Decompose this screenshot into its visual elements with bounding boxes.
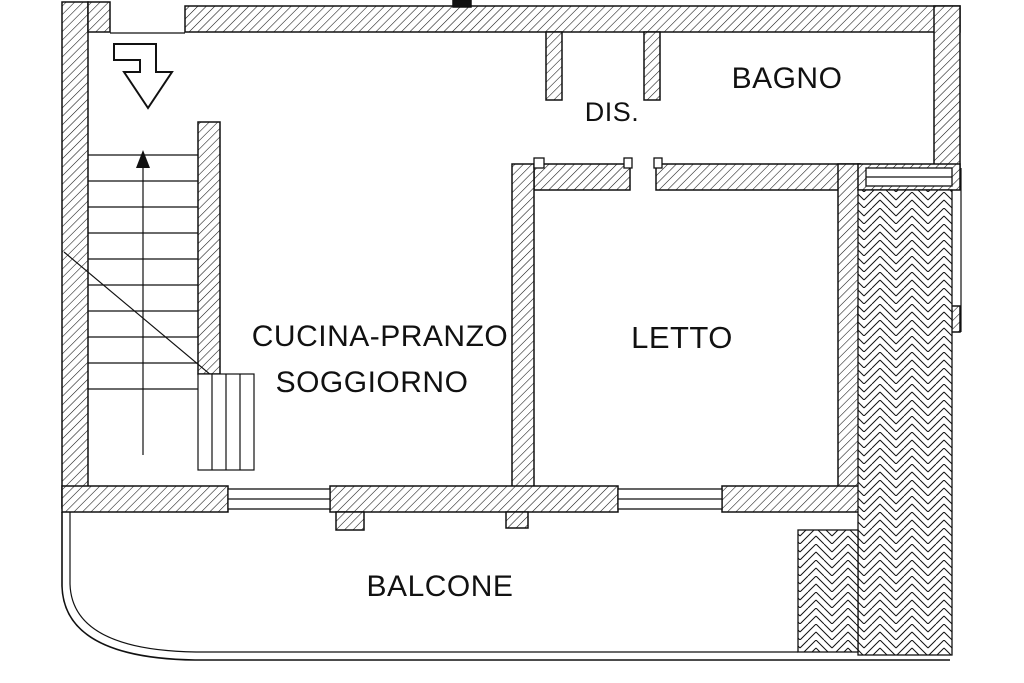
room-label-cucina-line2: SOGGIORNO xyxy=(276,366,469,399)
room-label-bagno: BAGNO xyxy=(732,62,843,95)
wall-balcony-pier-2 xyxy=(505,511,529,529)
balcony-parapet-inner xyxy=(69,512,798,653)
stair-break-line xyxy=(63,251,225,387)
balcony-parapet-outer xyxy=(61,512,950,661)
door-jamb-cucina xyxy=(533,157,545,169)
wall-dis-stub-left xyxy=(545,31,563,101)
wall-dis-stub-right xyxy=(643,31,661,101)
room-label-dis: DIS. xyxy=(585,97,640,127)
wall-top-marker xyxy=(452,0,472,8)
wall-top-left-block xyxy=(87,1,111,33)
wall-stair-right xyxy=(197,121,221,375)
wall-letto-top-left xyxy=(533,163,631,191)
wall-letto-top-right xyxy=(655,163,861,191)
room-label-cucina-line1: CUCINA-PRANZO xyxy=(252,320,509,353)
wall-cucina-letto xyxy=(511,163,535,511)
wall-letto-right xyxy=(837,163,861,511)
wall-balcony-pier-1 xyxy=(335,511,365,531)
terrace-corner-block xyxy=(797,529,859,653)
entry-arrow-icon xyxy=(113,43,174,110)
wall-right xyxy=(933,5,961,187)
wall-bottom-1 xyxy=(61,485,229,513)
door-jamb-right xyxy=(653,157,663,169)
door-jamb-left xyxy=(623,157,633,169)
room-label-balcone: BALCONE xyxy=(367,570,514,603)
balcony xyxy=(61,512,950,661)
room-labels: BAGNO DIS. CUCINA-PRANZO SOGGIORNO LETTO… xyxy=(252,62,843,603)
terrace xyxy=(797,168,962,656)
room-label-letto: LETTO xyxy=(631,320,733,355)
stair-direction-arrowhead-icon xyxy=(136,150,150,168)
terrace-strip xyxy=(857,189,953,656)
wall-left xyxy=(61,1,89,509)
stair-turning-steps xyxy=(197,373,255,471)
wall-top xyxy=(184,5,961,33)
staircase xyxy=(63,32,255,471)
wall-bottom-2 xyxy=(329,485,619,513)
wall-bottom-3 xyxy=(721,485,861,513)
